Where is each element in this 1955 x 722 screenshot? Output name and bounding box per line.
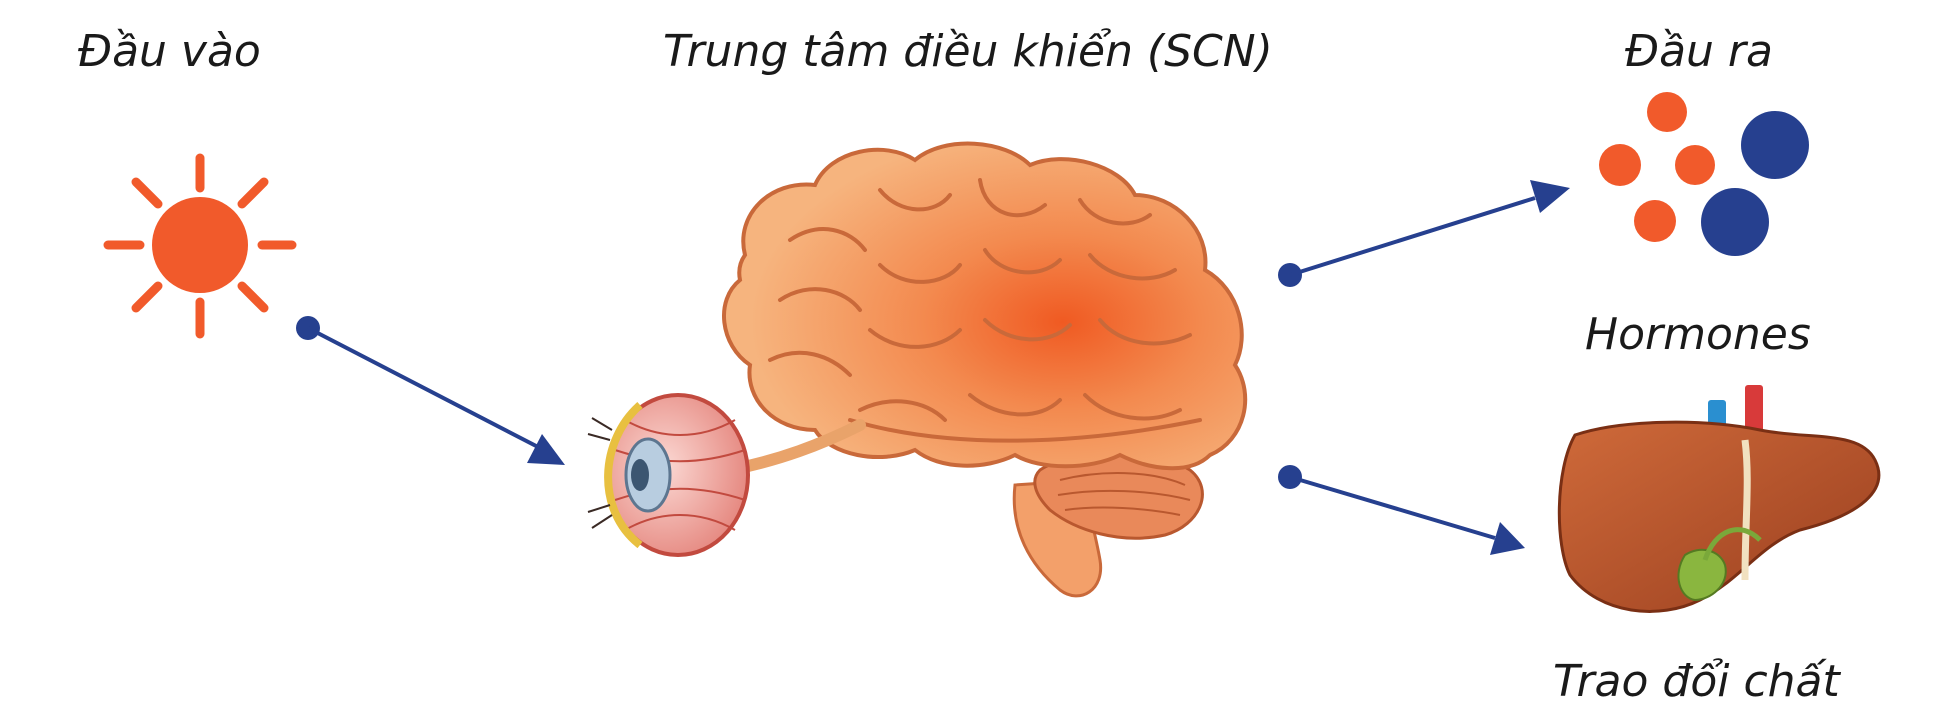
input-label: Đầu vào xyxy=(78,26,261,77)
output-label: Đầu ra xyxy=(1625,26,1773,77)
liver-icon xyxy=(1557,385,1881,613)
eye-icon xyxy=(587,393,750,557)
hormone-molecules-icon xyxy=(1599,92,1809,256)
hormones-label: Hormones xyxy=(1585,309,1811,360)
metabolism-label: Trao đổi chất xyxy=(1553,656,1840,707)
arrow-input-to-eye xyxy=(296,316,565,465)
brain-icon xyxy=(722,141,1248,598)
control-center-label: Trung tâm điều khiển (SCN) xyxy=(663,26,1273,77)
arrow-brain-to-metabolism xyxy=(1278,465,1525,555)
arrow-brain-to-hormones xyxy=(1278,180,1570,287)
sun-icon xyxy=(103,153,297,339)
